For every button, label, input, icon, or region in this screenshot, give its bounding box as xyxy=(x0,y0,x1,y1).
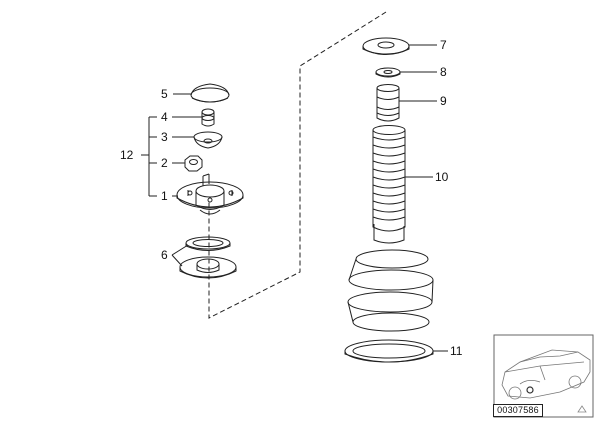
part-11-spring-pad xyxy=(344,339,434,363)
part-5-cap xyxy=(190,83,230,103)
separator-dashed-line xyxy=(208,11,387,319)
car-thumbnail xyxy=(501,349,591,400)
diagram-id-label: 00307586 xyxy=(493,404,543,417)
callout-4: 4 xyxy=(161,110,168,124)
callout-1: 1 xyxy=(161,189,168,203)
part-6-bearing-lower xyxy=(179,256,237,279)
callout-12: 12 xyxy=(120,148,134,162)
callout-10: 10 xyxy=(435,170,449,184)
part-4-bushing xyxy=(201,108,215,127)
part-9-bump-stop xyxy=(376,84,400,122)
coil-spring xyxy=(347,249,434,332)
callout-8: 8 xyxy=(440,65,447,79)
part-7-spring-seat xyxy=(362,37,410,55)
part-10-bellow xyxy=(372,125,406,244)
part-1-strut-mount xyxy=(176,173,244,215)
leader-lines xyxy=(141,44,448,352)
part-8-washer xyxy=(375,67,401,78)
callout-2: 2 xyxy=(161,156,168,170)
thumbnail-frame xyxy=(493,334,594,418)
callout-11: 11 xyxy=(450,344,463,358)
callout-7: 7 xyxy=(440,38,447,52)
triangle-icon xyxy=(577,405,587,413)
part-6-bearing-upper xyxy=(185,236,231,251)
callout-3: 3 xyxy=(161,130,168,144)
part-2-nut xyxy=(184,155,203,172)
callout-5: 5 xyxy=(161,87,168,101)
part-3-washer xyxy=(193,131,223,149)
callout-6: 6 xyxy=(161,248,168,262)
callout-9: 9 xyxy=(440,94,447,108)
